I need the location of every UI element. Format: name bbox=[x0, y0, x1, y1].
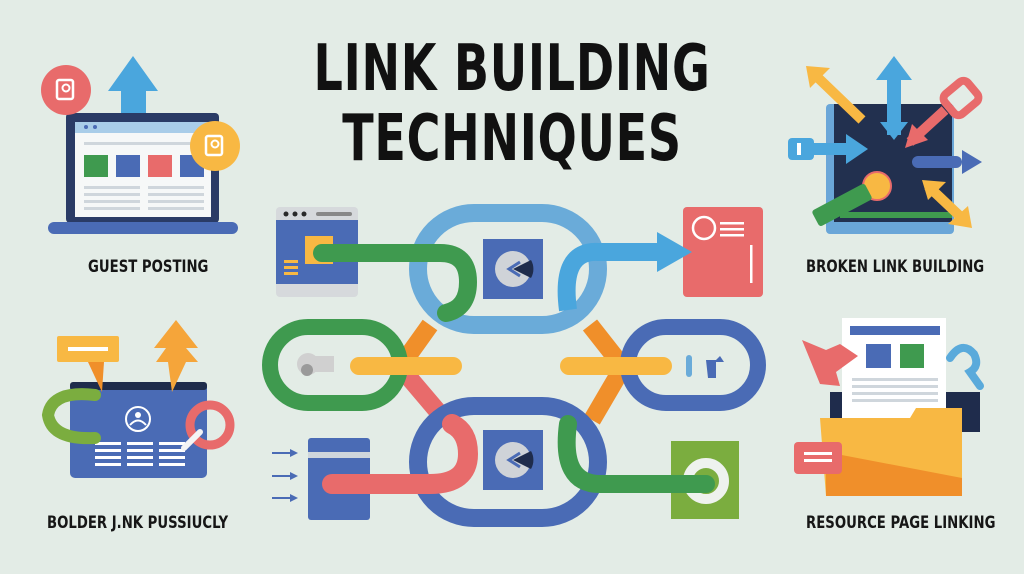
profile-card-link-icon bbox=[41, 320, 235, 478]
folder-document-icon bbox=[794, 318, 984, 496]
laptop-upload-icon bbox=[41, 56, 240, 234]
title-line-1: LINK BUILDING bbox=[313, 32, 711, 106]
label-broken-link-building: BROKEN LINK BUILDING bbox=[806, 257, 985, 277]
title-line-2: TECHNIQUES bbox=[342, 102, 682, 176]
label-resource-page-linking: RESOURCE PAGE LINKING bbox=[806, 513, 996, 533]
label-bolder-link: BOLDER J.NK PUSSIUCLY bbox=[47, 513, 229, 533]
chain-links-network-icon bbox=[262, 204, 766, 527]
label-guest-posting: GUEST POSTING bbox=[88, 257, 209, 277]
arrows-broken-link-icon bbox=[788, 56, 983, 234]
